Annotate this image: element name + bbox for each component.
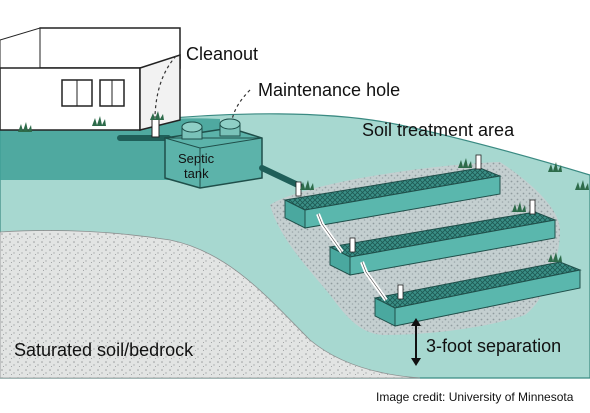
- trench-2: [328, 199, 557, 276]
- separation-label: 3-foot separation: [426, 336, 561, 356]
- trench-3: [373, 261, 582, 327]
- septic-tank-label-line2: tank: [184, 166, 209, 181]
- trench-1: [283, 154, 502, 229]
- soil-treatment-area-label: Soil treatment area: [362, 120, 515, 140]
- maintenance-hole-label: Maintenance hole: [258, 80, 400, 100]
- separation-arrow: [411, 318, 421, 366]
- image-credit: Image credit: University of Minnesota: [376, 390, 574, 404]
- cleanout-leader: [154, 55, 177, 117]
- house: [0, 27, 181, 131]
- septic-tank-label-line1: Septic: [178, 151, 215, 166]
- saturated-soil-label: Saturated soil/bedrock: [14, 340, 194, 360]
- tank-outlet-pipe: [259, 165, 303, 189]
- drop-pipe-2-outline: [361, 261, 387, 301]
- cleanout-pipe: [151, 116, 160, 138]
- cleanout-label: Cleanout: [186, 44, 258, 64]
- septic-tank: [164, 118, 263, 189]
- grass: [18, 111, 589, 262]
- drop-pipe-1-outline: [317, 213, 343, 253]
- bedrock-layer: [0, 230, 421, 379]
- maintenance-hole-leader: [231, 89, 251, 121]
